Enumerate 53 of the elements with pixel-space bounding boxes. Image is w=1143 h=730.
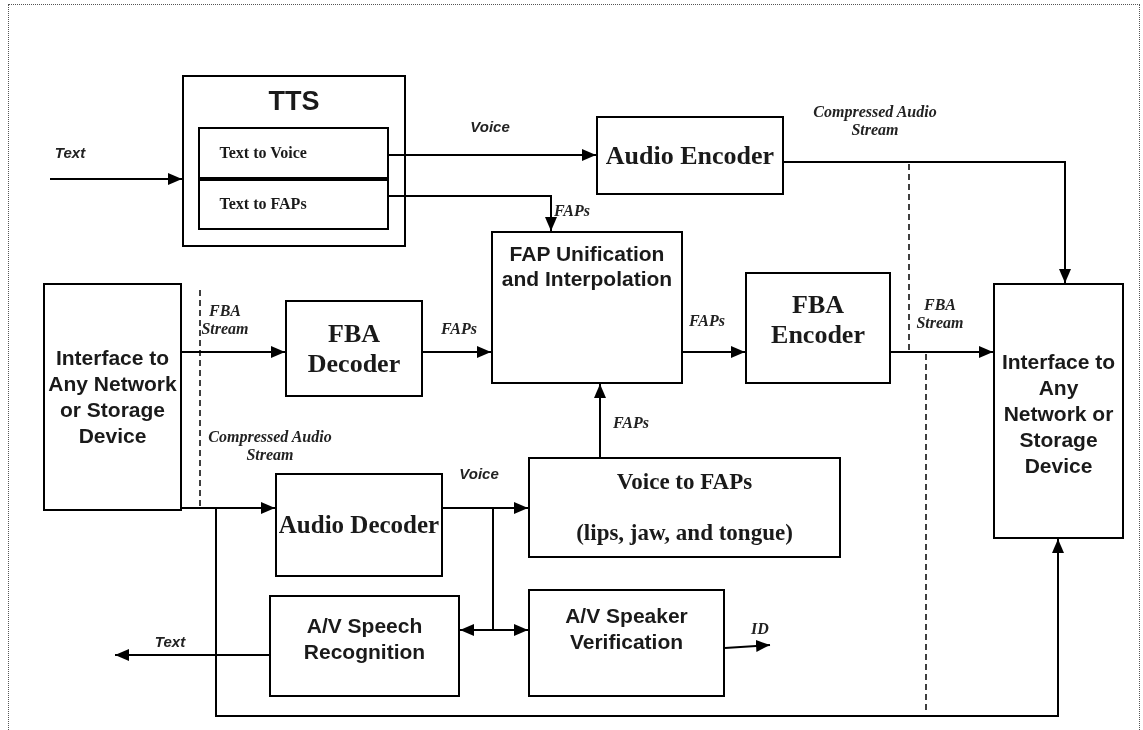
node-text: Interface to Any Network or Storage Device bbox=[1000, 349, 1117, 479]
edge-label: Text bbox=[153, 633, 187, 651]
process-box bbox=[528, 589, 725, 697]
arrow bbox=[724, 639, 771, 652]
arrow bbox=[442, 507, 529, 636]
process-box bbox=[197, 126, 389, 179]
edge-label: FBA Stream bbox=[200, 302, 250, 338]
edge-label: Compressed Audio Stream bbox=[207, 428, 333, 464]
interface-box bbox=[993, 283, 1124, 539]
arrow bbox=[682, 346, 746, 358]
process-box bbox=[745, 272, 891, 384]
process-box bbox=[275, 473, 443, 577]
arrow bbox=[890, 346, 994, 358]
process-box bbox=[528, 457, 841, 558]
node-text: (lips, jaw, and tongue) bbox=[576, 518, 793, 547]
edge-label: FBA Stream bbox=[915, 296, 965, 332]
edge-label: Compressed Audio Stream bbox=[812, 103, 938, 139]
node-text: Audio Encoder bbox=[605, 140, 775, 171]
process-box bbox=[197, 178, 389, 230]
arrow bbox=[388, 195, 557, 232]
arrow bbox=[783, 161, 1071, 284]
node-text: Text to Voice bbox=[219, 142, 307, 163]
node-text: FAP Unification and Interpolation bbox=[500, 241, 674, 291]
node-text: FBA Decoder bbox=[306, 318, 402, 379]
node-text: A/V Speech Recognition bbox=[302, 613, 427, 665]
group-box bbox=[182, 75, 406, 247]
arrow bbox=[114, 649, 270, 661]
process-box bbox=[269, 595, 460, 697]
arrow bbox=[388, 149, 597, 161]
process-box bbox=[491, 231, 683, 384]
node-text: Voice to FAPs bbox=[616, 468, 753, 496]
edge-label: ID bbox=[750, 620, 770, 638]
edge-label: FAPs bbox=[612, 414, 650, 432]
edge-label: FAPs bbox=[440, 320, 478, 338]
node-text: Interface to Any Network or Storage Device bbox=[47, 345, 178, 449]
process-box bbox=[596, 116, 784, 195]
arrow bbox=[181, 507, 1064, 717]
node-text: A/V Speaker Verification bbox=[564, 603, 689, 655]
arrow bbox=[181, 346, 286, 358]
arrow bbox=[49, 173, 183, 185]
interface-box bbox=[43, 283, 182, 511]
edge-label: Voice bbox=[458, 465, 500, 483]
edge-label: FAPs bbox=[553, 202, 591, 220]
edge-label: Voice bbox=[469, 118, 511, 136]
node-text: Audio Decoder bbox=[278, 510, 440, 540]
node-text: FBA Encoder bbox=[770, 290, 866, 350]
arrow bbox=[422, 346, 492, 358]
arrow bbox=[594, 383, 606, 458]
edge-label: Text bbox=[53, 144, 87, 162]
process-box bbox=[285, 300, 423, 397]
node-text: Text to FAPs bbox=[219, 194, 307, 214]
edge-label: FAPs bbox=[688, 312, 726, 330]
node-text: TTS bbox=[268, 85, 320, 118]
